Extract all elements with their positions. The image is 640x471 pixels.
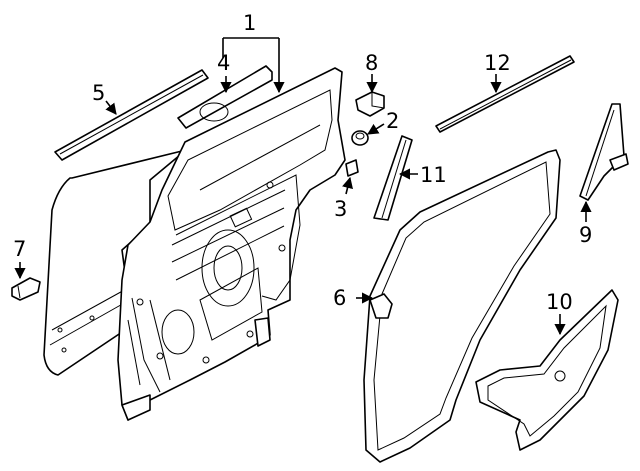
part-5-belt-moulding [54,69,209,161]
callout-1: 1 [243,11,256,35]
part-2-grommet [351,130,369,146]
callout-7: 7 [13,237,26,261]
callout-3: 3 [334,197,347,221]
part-1-door-shell [117,67,346,421]
part-6-weatherstrip [363,149,561,463]
door-glass [43,149,187,376]
part-8-bracket [355,91,385,117]
callout-10: 10 [546,290,573,314]
part-4-glass-run [177,65,273,129]
leader-lines [14,37,592,336]
callout-12: 12 [484,51,511,75]
part-10-sealing-screen [475,289,619,451]
callout-8: 8 [365,51,378,75]
part-3-plug [345,159,359,177]
callout-2: 2 [386,109,399,133]
part-7-clip [11,277,41,301]
part-9-garnish [579,103,629,201]
callout-4: 4 [217,51,230,75]
callout-5: 5 [92,81,105,105]
part-11-pillar-trim [373,135,413,221]
part-12-top-moulding [435,55,575,133]
callout-9: 9 [579,223,592,247]
callout-6: 6 [333,286,346,310]
callout-11: 11 [420,163,447,187]
